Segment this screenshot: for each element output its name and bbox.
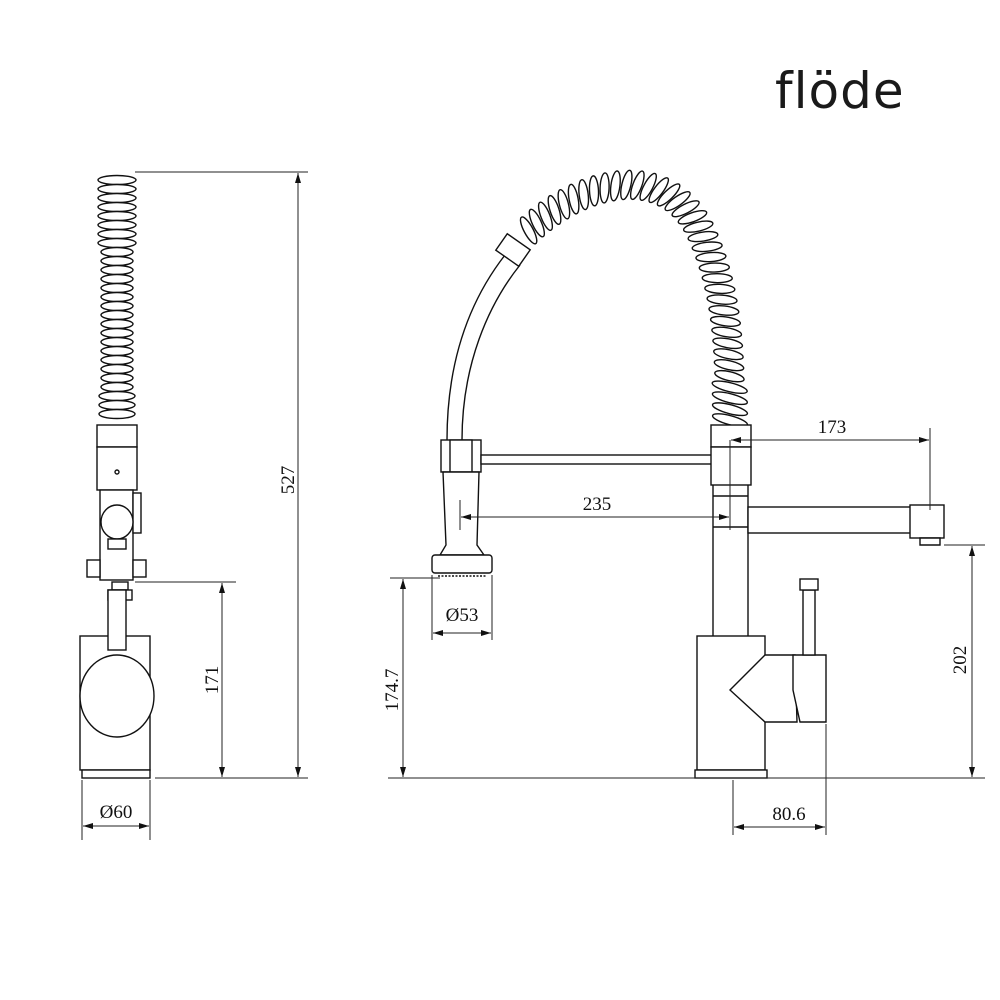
coil-ring	[639, 172, 658, 201]
coil-ring	[648, 177, 670, 204]
lever-cap	[799, 578, 819, 591]
coil-ring	[100, 282, 134, 294]
side-lever-stem	[107, 589, 127, 651]
coil-ring	[100, 381, 134, 393]
dim-spray-head-diameter: Ø53	[446, 605, 479, 626]
coil-ring	[97, 183, 137, 195]
side-collar	[96, 424, 138, 448]
dim-spray-reach: 235	[583, 494, 612, 515]
coil-ring	[97, 219, 137, 231]
coil-ring	[712, 337, 744, 350]
coil-ring	[547, 194, 562, 226]
base	[694, 769, 768, 779]
coil-ring	[599, 172, 610, 204]
coil-ring	[664, 191, 691, 212]
side-spring-coil	[97, 174, 137, 420]
coil-ring	[100, 345, 134, 357]
coil-ring	[709, 315, 742, 327]
coil-ring	[708, 305, 740, 316]
side-base	[81, 769, 151, 779]
front-spring-coil	[519, 169, 749, 428]
coil-ring	[100, 264, 134, 276]
coil-ring	[711, 326, 743, 339]
side-collar-lower	[96, 446, 138, 491]
side-handle	[79, 654, 155, 738]
coil-ring	[97, 210, 137, 222]
coil-ring	[677, 210, 708, 225]
dim-spout-reach: 173	[818, 417, 847, 438]
coil-ring	[100, 372, 134, 384]
coil-ring	[671, 200, 700, 218]
coil-ring	[97, 192, 137, 204]
coil-ring	[711, 402, 749, 417]
coil-ring	[97, 228, 137, 240]
hose-cap	[494, 232, 532, 268]
coil-ring	[714, 369, 745, 383]
coil-ring	[519, 216, 538, 245]
coil-ring	[701, 272, 733, 284]
coil-ring	[711, 380, 748, 395]
coil-ring	[695, 251, 727, 263]
coil-ring	[98, 408, 136, 420]
coil-ring	[98, 390, 136, 402]
brand-logo: flöde	[775, 62, 905, 120]
spray-holder-bar	[480, 454, 714, 465]
coil-ring	[620, 169, 633, 201]
spout-aerator	[919, 537, 941, 546]
dim-total-height: 527	[278, 466, 299, 495]
coil-ring	[100, 318, 134, 330]
spray-head-body	[438, 471, 486, 556]
coil-ring	[100, 309, 134, 321]
coil-ring	[588, 175, 600, 207]
column-collar	[710, 424, 752, 448]
coil-ring	[698, 262, 731, 273]
dim-spray-head-height: 174.7	[382, 669, 403, 712]
coil-ring	[100, 246, 134, 258]
hose	[446, 254, 506, 441]
coil-ring	[713, 359, 745, 372]
coil-ring	[706, 294, 738, 305]
coil-ring	[100, 255, 134, 267]
coil-ring	[100, 354, 134, 366]
coil-ring	[629, 170, 645, 201]
coil-ring	[100, 291, 134, 303]
coil-ring	[557, 188, 571, 220]
handle	[792, 654, 827, 723]
coil-ring	[97, 237, 137, 249]
coil-ring	[97, 174, 137, 186]
coil-ring	[687, 230, 719, 243]
coil-ring	[100, 363, 134, 375]
coil-ring	[100, 336, 134, 348]
coil-ring	[691, 241, 723, 253]
coil-ring	[537, 201, 554, 232]
coil-ring	[713, 348, 744, 361]
coil-ring	[704, 283, 736, 295]
spout	[747, 506, 912, 534]
lever-stem	[802, 589, 816, 656]
front-view: 235 173 202 174.7 Ø53 80.6	[382, 169, 985, 835]
handle-cone	[728, 654, 798, 723]
coil-ring	[97, 201, 137, 213]
side-view: 527 171 Ø60	[79, 171, 308, 840]
side-lever-cap	[111, 581, 129, 591]
dim-handle-offset: 80.6	[772, 804, 805, 825]
coil-ring	[656, 183, 681, 207]
coil-ring	[98, 399, 136, 411]
coil-ring	[609, 170, 621, 202]
spout-end	[909, 504, 945, 539]
dim-side-spout-height: 171	[202, 666, 223, 695]
dim-spout-height: 202	[950, 646, 971, 675]
coil-ring	[100, 327, 134, 339]
side-ball-joint	[100, 504, 134, 540]
coil-ring	[100, 273, 134, 285]
coil-ring	[567, 183, 580, 215]
coil-ring	[100, 300, 134, 312]
coil-ring	[578, 179, 590, 211]
dim-base-diameter: Ø60	[100, 802, 133, 823]
coil-ring	[711, 391, 749, 406]
coil-ring	[528, 208, 546, 238]
coil-ring	[682, 220, 714, 233]
spray-head-nozzle	[431, 554, 493, 574]
